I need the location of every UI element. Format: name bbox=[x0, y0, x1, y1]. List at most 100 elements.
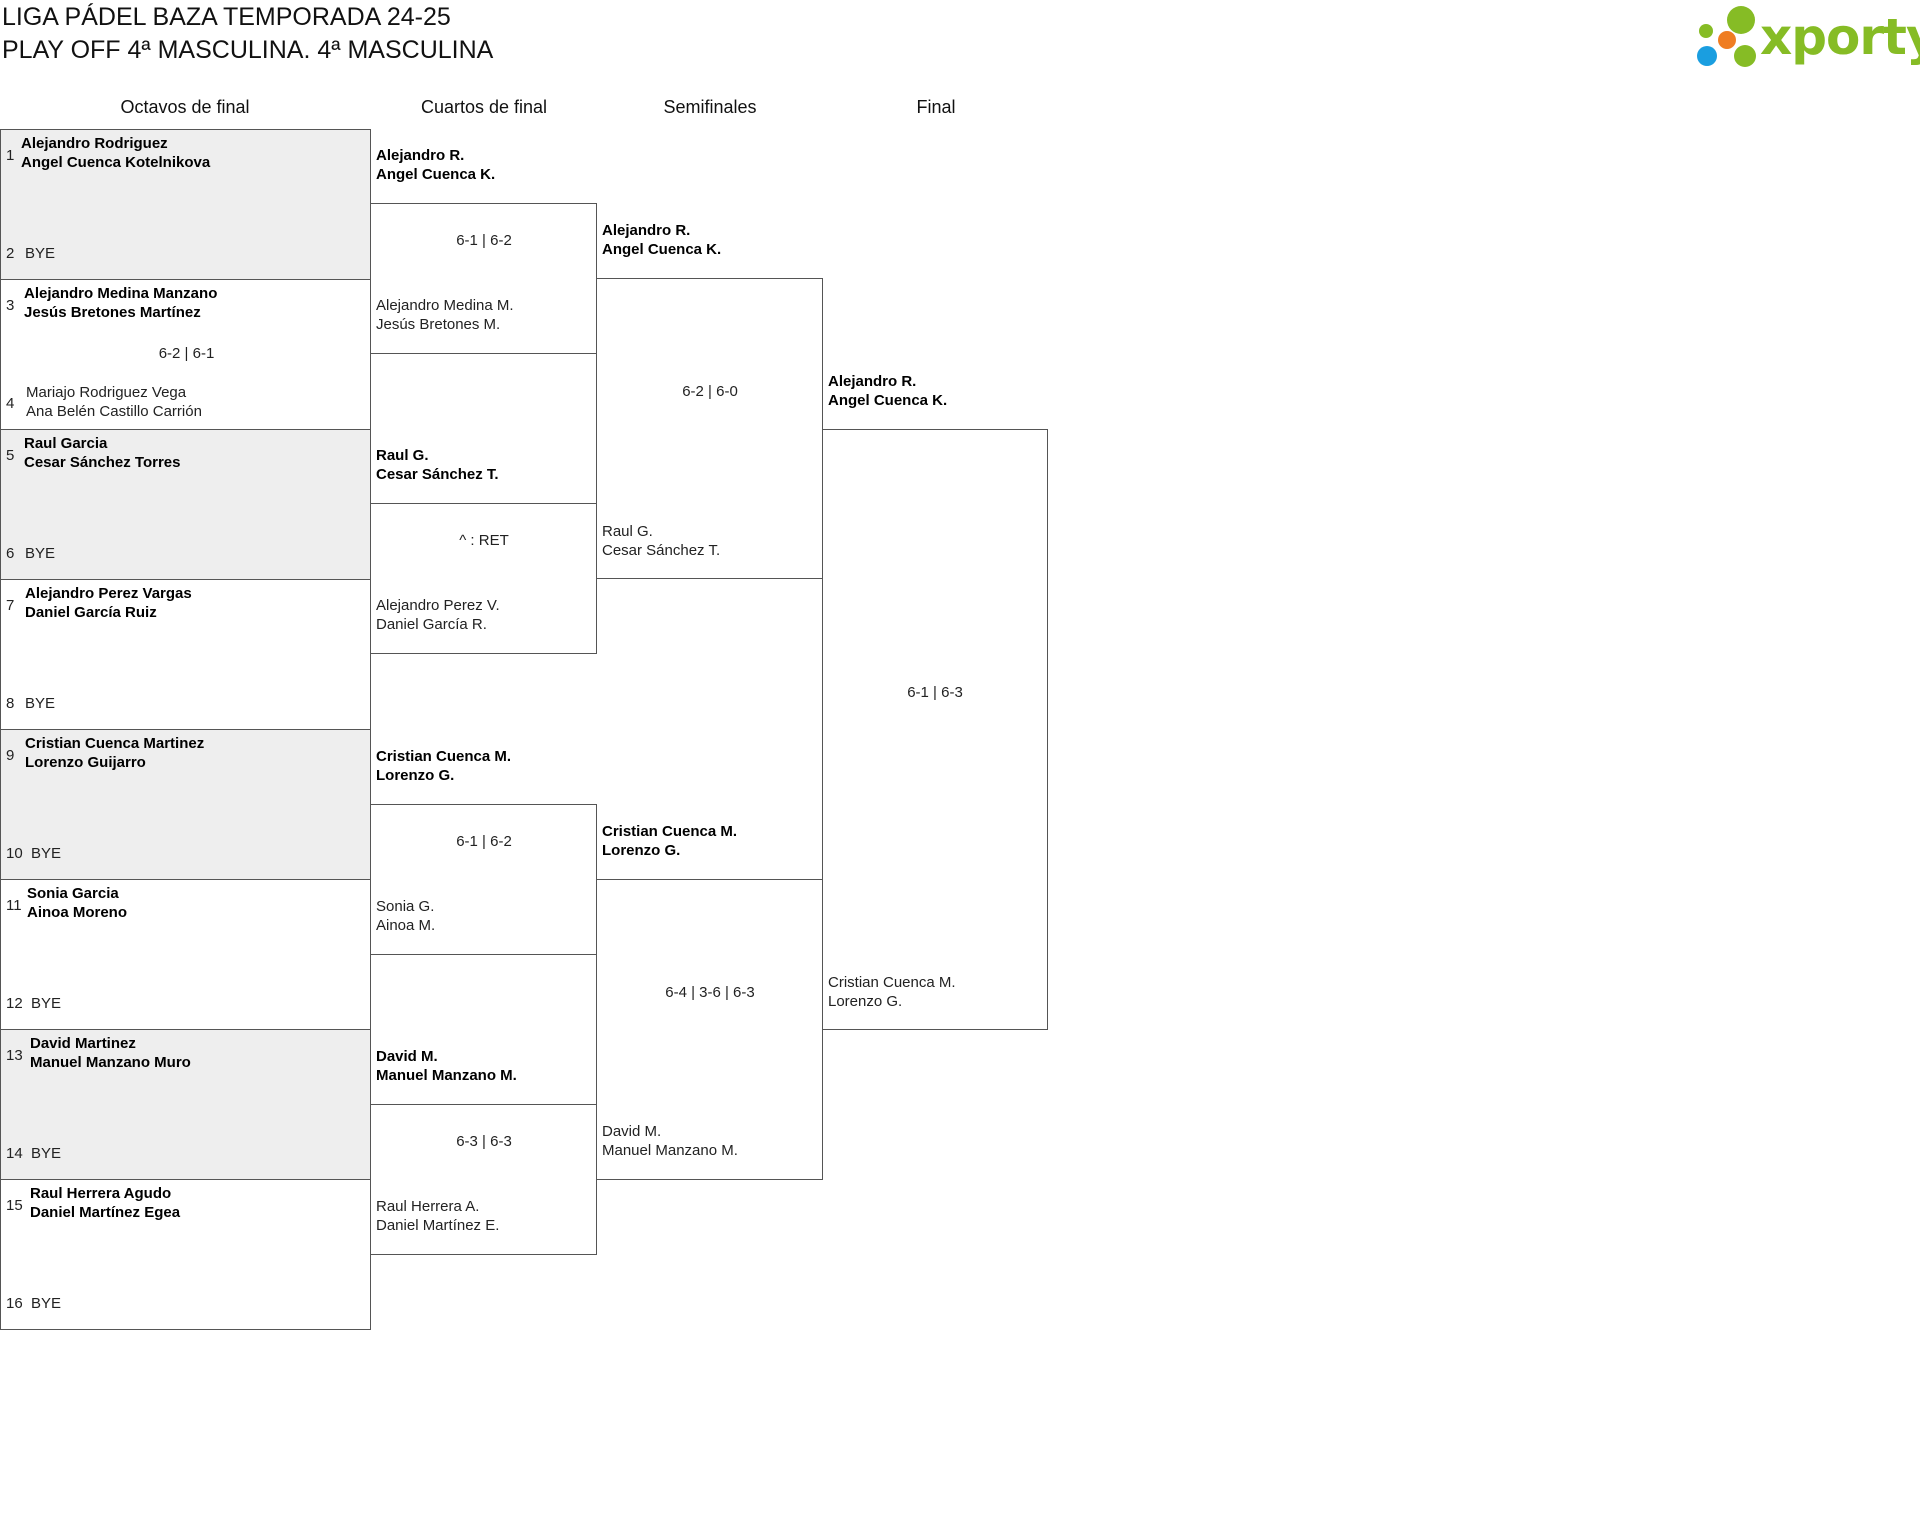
qf-1-loser-name: Jesús Bretones M. bbox=[376, 316, 501, 333]
qf-2-loser-name: Daniel García R. bbox=[376, 616, 487, 633]
qf-3-winner-name: Cristian Cuenca M. bbox=[376, 748, 512, 765]
player-name: David Martinez bbox=[30, 1035, 136, 1052]
seed-number: 15 bbox=[6, 1197, 23, 1214]
player-name: Raul Herrera Agudo bbox=[30, 1185, 172, 1202]
player-name: Daniel Martínez Egea bbox=[30, 1204, 181, 1221]
qf-3-loser-name: Ainoa M. bbox=[376, 917, 436, 934]
sf-match-1-connector bbox=[596, 278, 823, 579]
r16-match-4[interactable]: 7 Alejandro Perez Vargas Daniel García R… bbox=[0, 579, 371, 730]
match-score: 6-2 | 6-1 bbox=[158, 345, 215, 362]
logo-dot-blue-icon bbox=[1697, 46, 1717, 66]
seed-number: 10 bbox=[6, 845, 23, 862]
logo-dot-green-large-icon bbox=[1734, 45, 1756, 67]
bye-label: BYE bbox=[25, 695, 56, 712]
player-name: Angel Cuenca Kotelnikova bbox=[21, 154, 211, 171]
r16-match-3[interactable]: 5 Raul Garcia Cesar Sánchez Torres 6 BYE bbox=[0, 429, 371, 580]
seed-number: 3 bbox=[6, 297, 15, 314]
r16-match-6[interactable]: 11 Sonia Garcia Ainoa Moreno 12 BYE bbox=[0, 879, 371, 1030]
r16-match-7[interactable]: 13 David Martinez Manuel Manzano Muro 14… bbox=[0, 1029, 371, 1180]
xporty-logo[interactable]: xporty bbox=[1697, 4, 1920, 68]
qf-3-score: 6-1 | 6-2 bbox=[456, 833, 512, 850]
seed-number: 8 bbox=[6, 695, 15, 712]
qf-2-winner-name: Cesar Sánchez T. bbox=[376, 466, 499, 483]
qf-1-winner-name: Alejandro R. bbox=[376, 147, 465, 164]
seed-number: 12 bbox=[6, 995, 23, 1012]
sf-2-winner-name: Lorenzo G. bbox=[602, 842, 681, 859]
player-name: Manuel Manzano Muro bbox=[30, 1054, 191, 1071]
qf-4-score: 6-3 | 6-3 bbox=[456, 1133, 512, 1150]
bye-label: BYE bbox=[31, 845, 62, 862]
qf-2-loser-name: Alejandro Perez V. bbox=[376, 597, 500, 614]
bye-label: BYE bbox=[31, 1295, 62, 1312]
final-match-connector bbox=[822, 429, 1048, 1030]
player-name: Alejandro Rodriguez bbox=[21, 135, 168, 152]
r16-match-2[interactable]: 3 Alejandro Medina Manzano Jesús Bretone… bbox=[0, 279, 371, 430]
sf-2-score: 6-4 | 3-6 | 6-3 bbox=[665, 984, 755, 1001]
qf-3-loser-name: Sonia G. bbox=[376, 898, 435, 915]
qf-4-winner-name: Manuel Manzano M. bbox=[376, 1067, 517, 1084]
player-name: Alejandro Medina Manzano bbox=[24, 285, 218, 302]
page-header: LIGA PÁDEL BAZA TEMPORADA 24-25 PLAY OFF… bbox=[0, 0, 1920, 80]
r16-match-8[interactable]: 15 Raul Herrera Agudo Daniel Martínez Eg… bbox=[0, 1179, 371, 1330]
round-title-octavos: Octavos de final bbox=[120, 97, 250, 117]
final-loser-name: Lorenzo G. bbox=[828, 993, 903, 1010]
qf-4-loser-name: Daniel Martínez E. bbox=[376, 1217, 500, 1234]
sf-2-loser-name: Manuel Manzano M. bbox=[602, 1142, 738, 1159]
seed-number: 7 bbox=[6, 597, 15, 614]
tournament-title: LIGA PÁDEL BAZA TEMPORADA 24-25 bbox=[2, 3, 451, 31]
qf-4-loser-name: Raul Herrera A. bbox=[376, 1198, 480, 1215]
logo-wordmark: xporty bbox=[1760, 8, 1920, 66]
qf-1-winner-name: Angel Cuenca K. bbox=[376, 166, 496, 183]
player-name: Cristian Cuenca Martinez bbox=[25, 735, 205, 752]
bye-label: BYE bbox=[31, 1145, 62, 1162]
seed-number: 16 bbox=[6, 1295, 23, 1312]
sf-1-winner-name: Alejandro R. bbox=[602, 222, 691, 239]
qf-1-loser-name: Alejandro Medina M. bbox=[376, 297, 514, 314]
qf-2-score: ^ : RET bbox=[459, 532, 509, 549]
round-title-final: Final bbox=[916, 97, 956, 117]
final-winner-name: Alejandro R. bbox=[828, 373, 917, 390]
seed-number: 11 bbox=[6, 897, 22, 914]
round-title-cuartos: Cuartos de final bbox=[420, 97, 548, 117]
player-name: Alejandro Perez Vargas bbox=[25, 585, 192, 602]
seed-number: 6 bbox=[6, 545, 15, 562]
logo-dot-small-green-icon bbox=[1699, 24, 1713, 38]
final-loser-name: Cristian Cuenca M. bbox=[828, 974, 956, 991]
bye-label: BYE bbox=[31, 995, 62, 1012]
category-title: PLAY OFF 4ª MASCULINA. 4ª MASCULINA bbox=[2, 36, 494, 64]
player-name: Ana Belén Castillo Carrión bbox=[26, 403, 202, 420]
seed-number: 2 bbox=[6, 245, 15, 262]
logo-dot-orange-icon bbox=[1718, 31, 1736, 49]
qf-3-winner-name: Lorenzo G. bbox=[376, 767, 455, 784]
round-title-semifinales: Semifinales bbox=[663, 97, 757, 117]
bye-label: BYE bbox=[25, 545, 56, 562]
player-name: Ainoa Moreno bbox=[27, 904, 127, 921]
sf-1-winner-name: Angel Cuenca K. bbox=[602, 241, 722, 258]
player-name: Mariajo Rodriguez Vega bbox=[26, 384, 187, 401]
player-name: Raul Garcia bbox=[24, 435, 108, 452]
r16-match-1[interactable]: 1 Alejandro Rodriguez Angel Cuenca Kotel… bbox=[0, 129, 371, 280]
seed-number: 1 bbox=[6, 147, 15, 164]
sf-1-loser-name: Cesar Sánchez T. bbox=[602, 542, 721, 559]
player-name: Sonia Garcia bbox=[27, 885, 119, 902]
bye-label: BYE bbox=[25, 245, 56, 262]
seed-number: 9 bbox=[6, 747, 15, 764]
sf-1-loser-name: Raul G. bbox=[602, 523, 653, 540]
seed-number: 14 bbox=[6, 1145, 23, 1162]
sf-2-loser-name: David M. bbox=[602, 1123, 662, 1140]
player-name: Cesar Sánchez Torres bbox=[24, 454, 181, 471]
sf-1-score: 6-2 | 6-0 bbox=[682, 383, 738, 400]
r16-match-5[interactable]: 9 Cristian Cuenca Martinez Lorenzo Guija… bbox=[0, 729, 371, 880]
player-name: Daniel García Ruiz bbox=[25, 604, 157, 621]
player-name: Jesús Bretones Martínez bbox=[24, 304, 201, 321]
qf-4-winner-name: David M. bbox=[376, 1048, 438, 1065]
logo-dot-green-icon bbox=[1727, 6, 1755, 34]
seed-number: 13 bbox=[6, 1047, 23, 1064]
qf-1-score: 6-1 | 6-2 bbox=[456, 232, 512, 249]
final-score: 6-1 | 6-3 bbox=[907, 684, 963, 701]
seed-number: 4 bbox=[6, 395, 15, 412]
final-winner-name: Angel Cuenca K. bbox=[828, 392, 948, 409]
player-name: Lorenzo Guijarro bbox=[25, 754, 146, 771]
seed-number: 5 bbox=[6, 447, 15, 464]
sf-2-winner-name: Cristian Cuenca M. bbox=[602, 823, 738, 840]
